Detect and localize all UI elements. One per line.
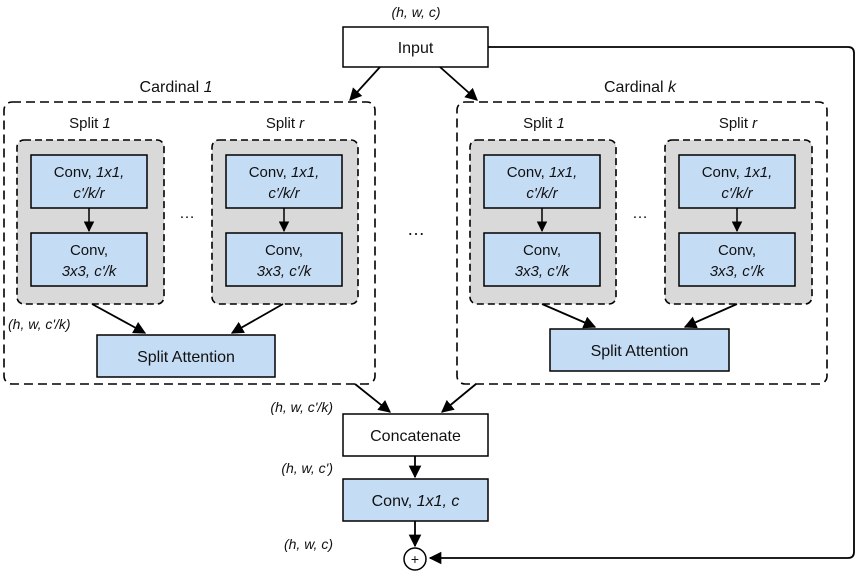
cardinal-k-title: Cardinal k: [604, 79, 677, 96]
cardinal-1-split-1-conv1x1: [30, 154, 148, 209]
cardinal-k-split-1-conv1x1-line1: Conv, 1x1,: [507, 164, 578, 181]
cardinal-k-split-1-conv1x1-line2: c'/k/r: [526, 185, 558, 202]
cardinal-1-split-r-conv3x3-line2: 3x3, c'/k: [257, 263, 313, 280]
cardinal-1-arrow-split-r-to-attention: [230, 303, 284, 334]
cardinal-1-split-1-conv3x3-line2: 3x3, c'/k: [62, 263, 118, 280]
cardinal-1-split-1-conv1x1-line1: Conv, 1x1,: [54, 164, 125, 181]
cardinal-1-split-1-conv1x1-line2: c'/k/r: [73, 185, 105, 202]
residual-connection: [428, 46, 855, 565]
input-block: [342, 26, 489, 68]
concatenate-block: [342, 413, 489, 457]
cardinal-k-split-r-conv3x3: [678, 232, 796, 287]
cardinal-k-split-1-conv3x3-line2: 3x3, c'/k: [515, 263, 571, 280]
cardinal-1-title: Cardinal 1: [140, 79, 213, 96]
cardinal-1-split-r-conv1x1: [225, 154, 343, 209]
cardinal-1-split-1-conv3x3: [30, 232, 148, 287]
final-conv-label: Conv, 1x1, c: [372, 493, 460, 510]
arrow-cardinal-k-to-concat: [441, 383, 477, 413]
arrow-input-to-cardinal-k: [439, 66, 478, 101]
cardinal-k-split-1-conv3x3-line1: Conv,: [523, 242, 561, 259]
cardinal-1-split-1-title: Split 1: [69, 115, 111, 132]
cardinal-1-split-1-conv3x3-line1: Conv,: [70, 242, 108, 259]
cardinal-1-split-r-conv3x3: [225, 232, 343, 287]
cardinal-ellipsis: …: [407, 219, 425, 239]
cardinal-k-arrow-split-r-to-attention: [683, 303, 738, 329]
cardinal-k-split-r-conv3x3-line1: Conv,: [718, 242, 756, 259]
cardinal-1-split-r-title: Split r: [266, 115, 305, 132]
cardinal-1-split-attention-label: Split Attention: [137, 349, 235, 366]
cardinal-k-split-attention-label: Split Attention: [591, 343, 689, 360]
cardinal-1-group: Cardinal 1 Split 1 Conv, 1x1, c'/k/r Con…: [3, 79, 376, 385]
cardinal-1-split-r-conv1x1-line2: c'/k/r: [268, 185, 300, 202]
cardinal-k-split-r-conv3x3-line2: 3x3, c'/k: [710, 263, 766, 280]
cardinal-k-split-ellipsis: …: [632, 205, 648, 222]
conv-input-shape-label: (h, w, c'): [281, 460, 333, 476]
cardinal-k-split-r-conv1x1-line2: c'/k/r: [721, 185, 753, 202]
concatenate-label: Concatenate: [370, 428, 461, 445]
cardinal-k-split-1-conv1x1: [483, 154, 601, 209]
split-output-shape-label: (h, w, c'/k): [8, 316, 71, 332]
input-shape-label: (h, w, c): [391, 4, 440, 20]
sum-input-shape-label: (h, w, c): [284, 536, 333, 552]
cardinal-k-split-r-conv1x1: [678, 154, 796, 209]
cardinal-k-split-attention: [549, 328, 730, 372]
cardinal-k-arrow-split-1-to-attention: [541, 303, 597, 329]
cardinal-k-group: Cardinal k Split 1 Conv, 1x1, c'/k/r Con…: [456, 79, 828, 385]
cardinal-1-arrow-split-1-to-attention: [91, 303, 147, 334]
cardinal-1-split-r-conv1x1-line1: Conv, 1x1,: [249, 164, 320, 181]
sum-node: [403, 547, 427, 571]
cardinal-k-split-r-conv1x1-line1: Conv, 1x1,: [702, 164, 773, 181]
cardinal-k-split-1-conv3x3: [483, 232, 601, 287]
sum-symbol: +: [411, 551, 419, 567]
arrow-input-to-cardinal-1: [349, 66, 381, 101]
concat-input-shape-label: (h, w, c'/k): [270, 399, 333, 415]
cardinal-1-split-attention: [96, 334, 276, 378]
cardinal-k-boundary: [456, 101, 828, 385]
arrow-cardinal-1-to-concat: [354, 383, 391, 413]
cardinal-k-split-r-title: Split r: [719, 115, 758, 132]
cardinal-1-split-r-conv3x3-line1: Conv,: [265, 242, 303, 259]
input-label: Input: [398, 40, 434, 57]
cardinal-1-split-ellipsis: …: [179, 205, 195, 222]
cardinal-k-split-1-title: Split 1: [523, 115, 565, 132]
